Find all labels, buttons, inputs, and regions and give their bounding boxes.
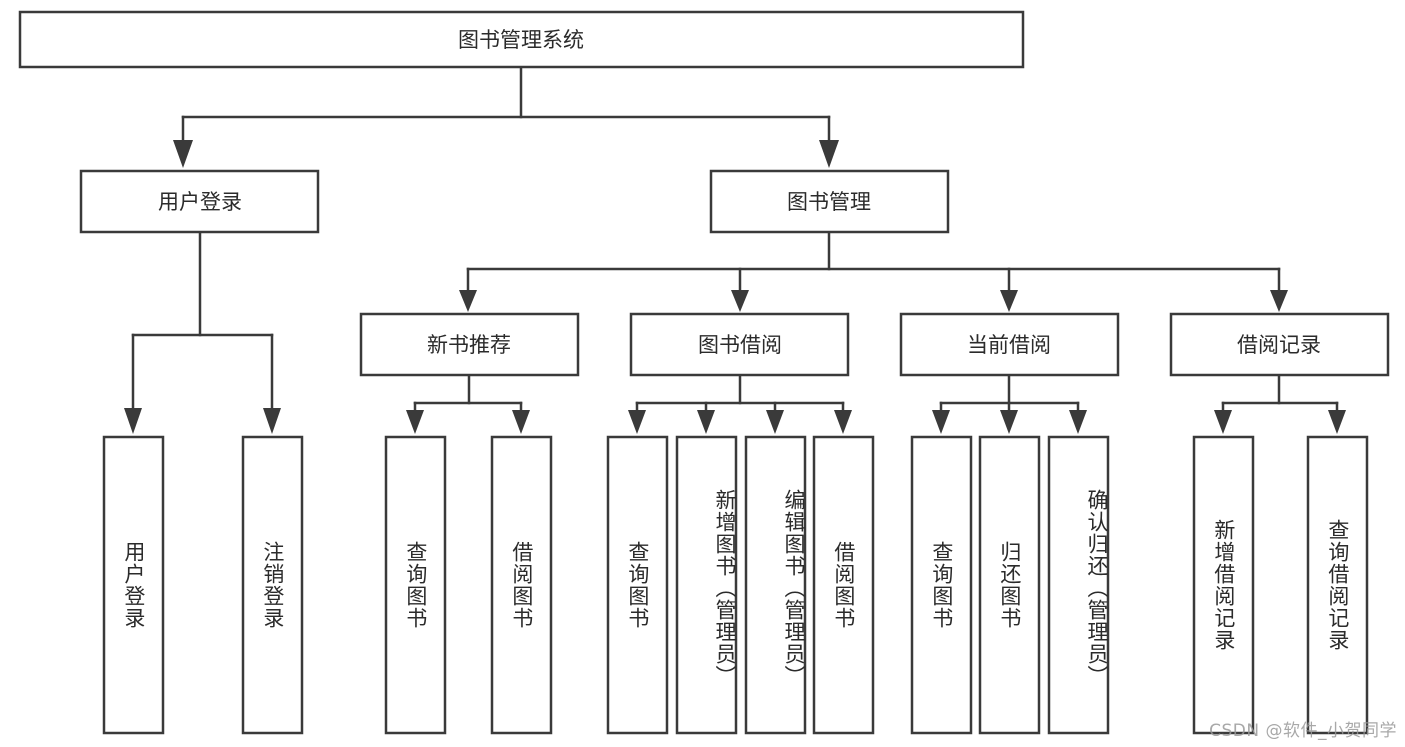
leaf-label-book-borrow-3: 借阅图书 bbox=[831, 541, 856, 629]
connector-group-borrow-record bbox=[1214, 373, 1346, 434]
arrow-head-newbook-leaf1 bbox=[406, 410, 424, 434]
leaf-box-current-borrow-1[interactable] bbox=[978, 435, 1041, 735]
leaf-label-user-login-0: 用户登录 bbox=[121, 541, 146, 629]
leaf-box-book-borrow-3[interactable] bbox=[812, 435, 875, 735]
leaf-box-borrow-record-0[interactable] bbox=[1192, 435, 1255, 735]
leaf-label-user-login-1: 注销登录 bbox=[260, 541, 285, 629]
arrow-head-bookborrow-leaf4 bbox=[834, 410, 852, 434]
arrow-head-bookborrow-leaf2 bbox=[697, 410, 715, 434]
leaf-label-new-book-0: 查询图书 bbox=[403, 541, 428, 629]
node-user-login[interactable] bbox=[79, 169, 320, 234]
arrow-head-bookborrow-leaf1 bbox=[628, 410, 646, 434]
arrow-head-bookborrow-leaf3 bbox=[766, 410, 784, 434]
arrow-head-currentborrow-leaf3 bbox=[1069, 410, 1087, 434]
arrow-head-current-borrow bbox=[1000, 290, 1018, 312]
leaf-box-user-login-0[interactable] bbox=[102, 435, 165, 735]
node-new-book-recommend[interactable] bbox=[359, 312, 580, 377]
arrow-head-login-leaf1 bbox=[124, 408, 142, 434]
leaf-box-user-login-1[interactable] bbox=[241, 435, 304, 735]
leaf-box-borrow-record-1[interactable] bbox=[1306, 435, 1369, 735]
arrow-head-currentborrow-leaf1 bbox=[932, 410, 950, 434]
connector-group-book-borrow bbox=[628, 373, 852, 434]
leaf-label-book-borrow-2: 编辑图书（管理员） bbox=[782, 489, 806, 687]
leaf-label-borrow-record-1: 查询借阅记录 bbox=[1325, 519, 1350, 651]
leaf-label-new-book-1: 借阅图书 bbox=[509, 541, 534, 629]
connector-group-new-book bbox=[406, 373, 530, 434]
leaf-box-book-borrow-2[interactable] bbox=[744, 435, 807, 735]
node-new-book-recommend-label: 新书推荐 bbox=[427, 333, 511, 357]
arrow-head-bookmgmt bbox=[819, 140, 839, 168]
connector-group-root bbox=[173, 65, 839, 168]
leaf-label-book-borrow-0: 查询图书 bbox=[625, 541, 650, 629]
leaf-label-current-borrow-2: 确认归还（管理员） bbox=[1085, 489, 1109, 687]
node-borrow-record[interactable] bbox=[1169, 312, 1390, 377]
node-book-borrow[interactable] bbox=[629, 312, 850, 377]
leaf-label-borrow-record-0: 新增借阅记录 bbox=[1211, 519, 1236, 651]
node-current-borrow[interactable] bbox=[899, 312, 1120, 377]
leaf-box-book-borrow-0[interactable] bbox=[606, 435, 669, 735]
connector-group-book-management bbox=[459, 230, 1288, 312]
node-book-borrow-label: 图书借阅 bbox=[698, 333, 782, 357]
leaf-label-current-borrow-0: 查询图书 bbox=[929, 541, 954, 629]
leaf-label-current-borrow-1: 归还图书 bbox=[997, 541, 1022, 629]
connector-group-current-borrow bbox=[932, 373, 1087, 434]
node-current-borrow-label: 当前借阅 bbox=[967, 333, 1051, 357]
arrow-head-currentborrow-leaf2 bbox=[1000, 410, 1018, 434]
arrow-head-login-leaf2 bbox=[263, 408, 281, 434]
leaf-box-new-book-1[interactable] bbox=[490, 435, 553, 735]
node-book-management-label: 图书管理 bbox=[787, 190, 871, 214]
connector-group-user-login bbox=[124, 230, 281, 434]
leaf-box-new-book-0[interactable] bbox=[384, 435, 447, 735]
node-root-system[interactable] bbox=[18, 10, 1025, 69]
leaf-box-current-borrow-2[interactable] bbox=[1047, 435, 1110, 735]
leaf-box-book-borrow-1[interactable] bbox=[675, 435, 738, 735]
leaf-label-book-borrow-1: 新增图书（管理员） bbox=[713, 489, 737, 687]
arrow-head-borrow-record bbox=[1270, 290, 1288, 312]
node-book-management[interactable] bbox=[709, 169, 950, 234]
node-root-system-label: 图书管理系统 bbox=[458, 28, 584, 52]
arrow-head-book-borrow bbox=[731, 290, 749, 312]
watermark-label: CSDN @软件_小贺同学 bbox=[1209, 721, 1397, 741]
arrow-head-login bbox=[173, 140, 193, 168]
arrow-head-newbook-leaf2 bbox=[512, 410, 530, 434]
node-user-login-label: 用户登录 bbox=[158, 190, 242, 214]
leaf-box-current-borrow-0[interactable] bbox=[910, 435, 973, 735]
arrow-head-borrowrecord-leaf2 bbox=[1328, 410, 1346, 434]
arrow-head-borrowrecord-leaf1 bbox=[1214, 410, 1232, 434]
node-borrow-record-label: 借阅记录 bbox=[1237, 333, 1321, 357]
arrow-head-new-book bbox=[459, 290, 477, 312]
